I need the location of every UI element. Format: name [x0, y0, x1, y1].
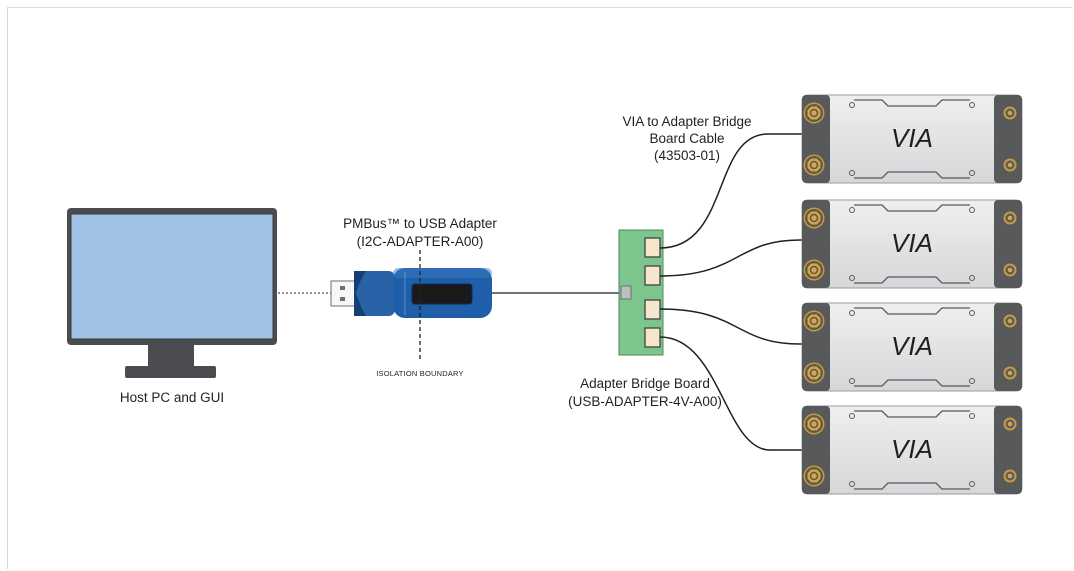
via-module-1-label: VIA [891, 123, 933, 153]
monitor-icon [67, 208, 277, 378]
adapter-label-line2: (I2C-ADAPTER-A00) [356, 234, 484, 249]
bridge-board-icon [618, 229, 664, 356]
via-module-3-label: VIA [891, 331, 933, 361]
cable-label-line2: Board Cable [649, 131, 725, 146]
bridge-label-line1: Adapter Bridge Board [580, 376, 710, 391]
via-module-4-label: VIA [891, 434, 933, 464]
bridge-label-line2: (USB-ADAPTER-4V-A00) [568, 394, 722, 409]
diagram-frame [7, 7, 1072, 569]
adapter-label-line1: PMBus™ to USB Adapter [343, 216, 497, 231]
via-module-2-label: VIA [891, 228, 933, 258]
usb-adapter-icon [330, 268, 492, 318]
isolation-boundary-label: ISOLATION BOUNDARY [376, 369, 464, 378]
host-label: Host PC and GUI [119, 390, 225, 405]
cable-label-line1: VIA to Adapter Bridge [622, 114, 752, 129]
via-cables [659, 133, 806, 451]
cable-label-line3: (43503-01) [653, 148, 721, 163]
